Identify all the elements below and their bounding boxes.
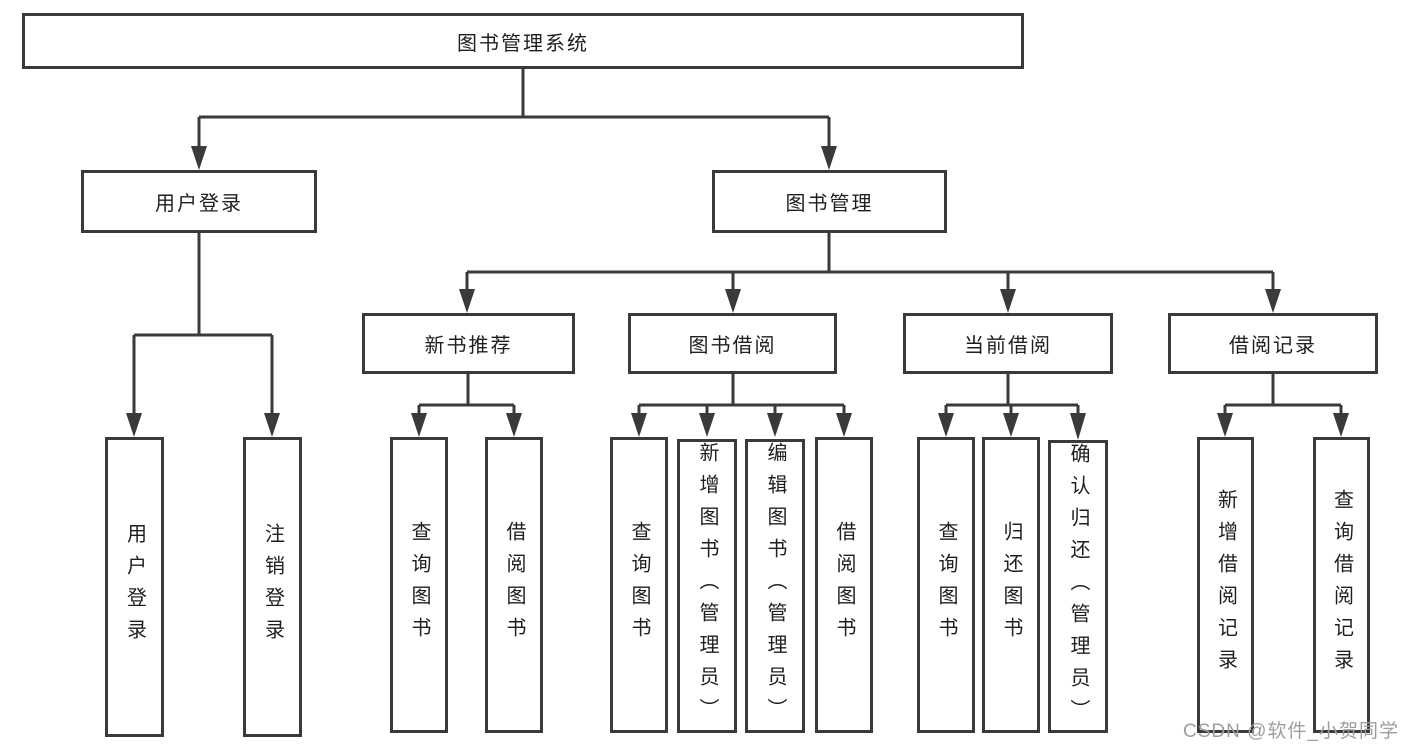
leaf-label: 借阅图书 [503,521,525,649]
leaf-label: 用户登录 [123,523,146,651]
leaf-label: 借阅图书 [833,521,855,649]
leaf-user-login: 用户登录 [105,437,164,737]
arrowheads-book-borrow [631,413,852,437]
leaf-query-books-1: 查询图书 [390,437,448,733]
leaf-query-books-3: 查询图书 [917,437,975,733]
leaf-label: 查询图书 [628,521,650,649]
arrowheads-level3 [459,289,1281,313]
leaf-label: 归还图书 [1000,521,1022,649]
leaf-borrow-books-1: 借阅图书 [485,437,543,733]
node-current-borrow: 当前借阅 [903,313,1113,374]
leaf-label: 查询图书 [408,521,430,649]
connector-new-book-rec-to-leaves [417,373,516,415]
connector-borrow-record-to-leaves [1223,373,1343,415]
node-book-management: 图书管理 [712,170,947,233]
leaf-label: 确认归还（管理员） [1067,442,1089,731]
leaf-label: 新增图书（管理员） [696,442,718,730]
leaf-return-books: 归还图书 [982,437,1040,733]
node-new-book-recommend: 新书推荐 [362,313,575,374]
leaf-label: 查询借阅记录 [1330,489,1353,681]
leaf-logout: 注销登录 [243,437,302,737]
leaf-query-books-2: 查询图书 [610,437,668,733]
leaf-label: 编辑图书（管理员） [764,442,786,730]
arrowheads-borrow-record [1217,413,1349,437]
arrowheads-level2 [191,146,837,170]
node-library-system-root: 图书管理系统 [22,13,1024,69]
arrowheads-current-borrow [938,413,1086,440]
leaf-borrow-books-2: 借阅图书 [815,437,873,733]
leaf-add-borrow-record: 新增借阅记录 [1197,437,1254,733]
arrowheads-user-login [126,413,280,437]
node-user-login: 用户登录 [81,170,317,233]
leaf-edit-books-admin: 编辑图书（管理员） [745,439,805,733]
connector-current-borrow-to-leaves [944,373,1080,415]
node-borrow-record: 借阅记录 [1168,313,1378,374]
connector-book-mgmt-to-level3 [465,233,1275,291]
leaf-label: 查询图书 [935,521,957,649]
connector-user-login-to-leaves [132,233,274,415]
leaf-label: 注销登录 [261,523,284,651]
csdn-watermark: CSDN @软件_小贺同学 [1183,721,1399,742]
arrowheads-new-book-rec [411,413,522,437]
connector-book-borrow-to-leaves [637,373,846,415]
leaf-label: 新增借阅记录 [1214,489,1237,681]
leaf-add-books-admin: 新增图书（管理员） [677,439,737,733]
leaf-confirm-return-admin: 确认归还（管理员） [1048,440,1108,733]
leaf-query-borrow-record: 查询借阅记录 [1313,437,1370,733]
connector-root-to-level2 [197,69,831,148]
node-book-borrow: 图书借阅 [628,313,837,374]
